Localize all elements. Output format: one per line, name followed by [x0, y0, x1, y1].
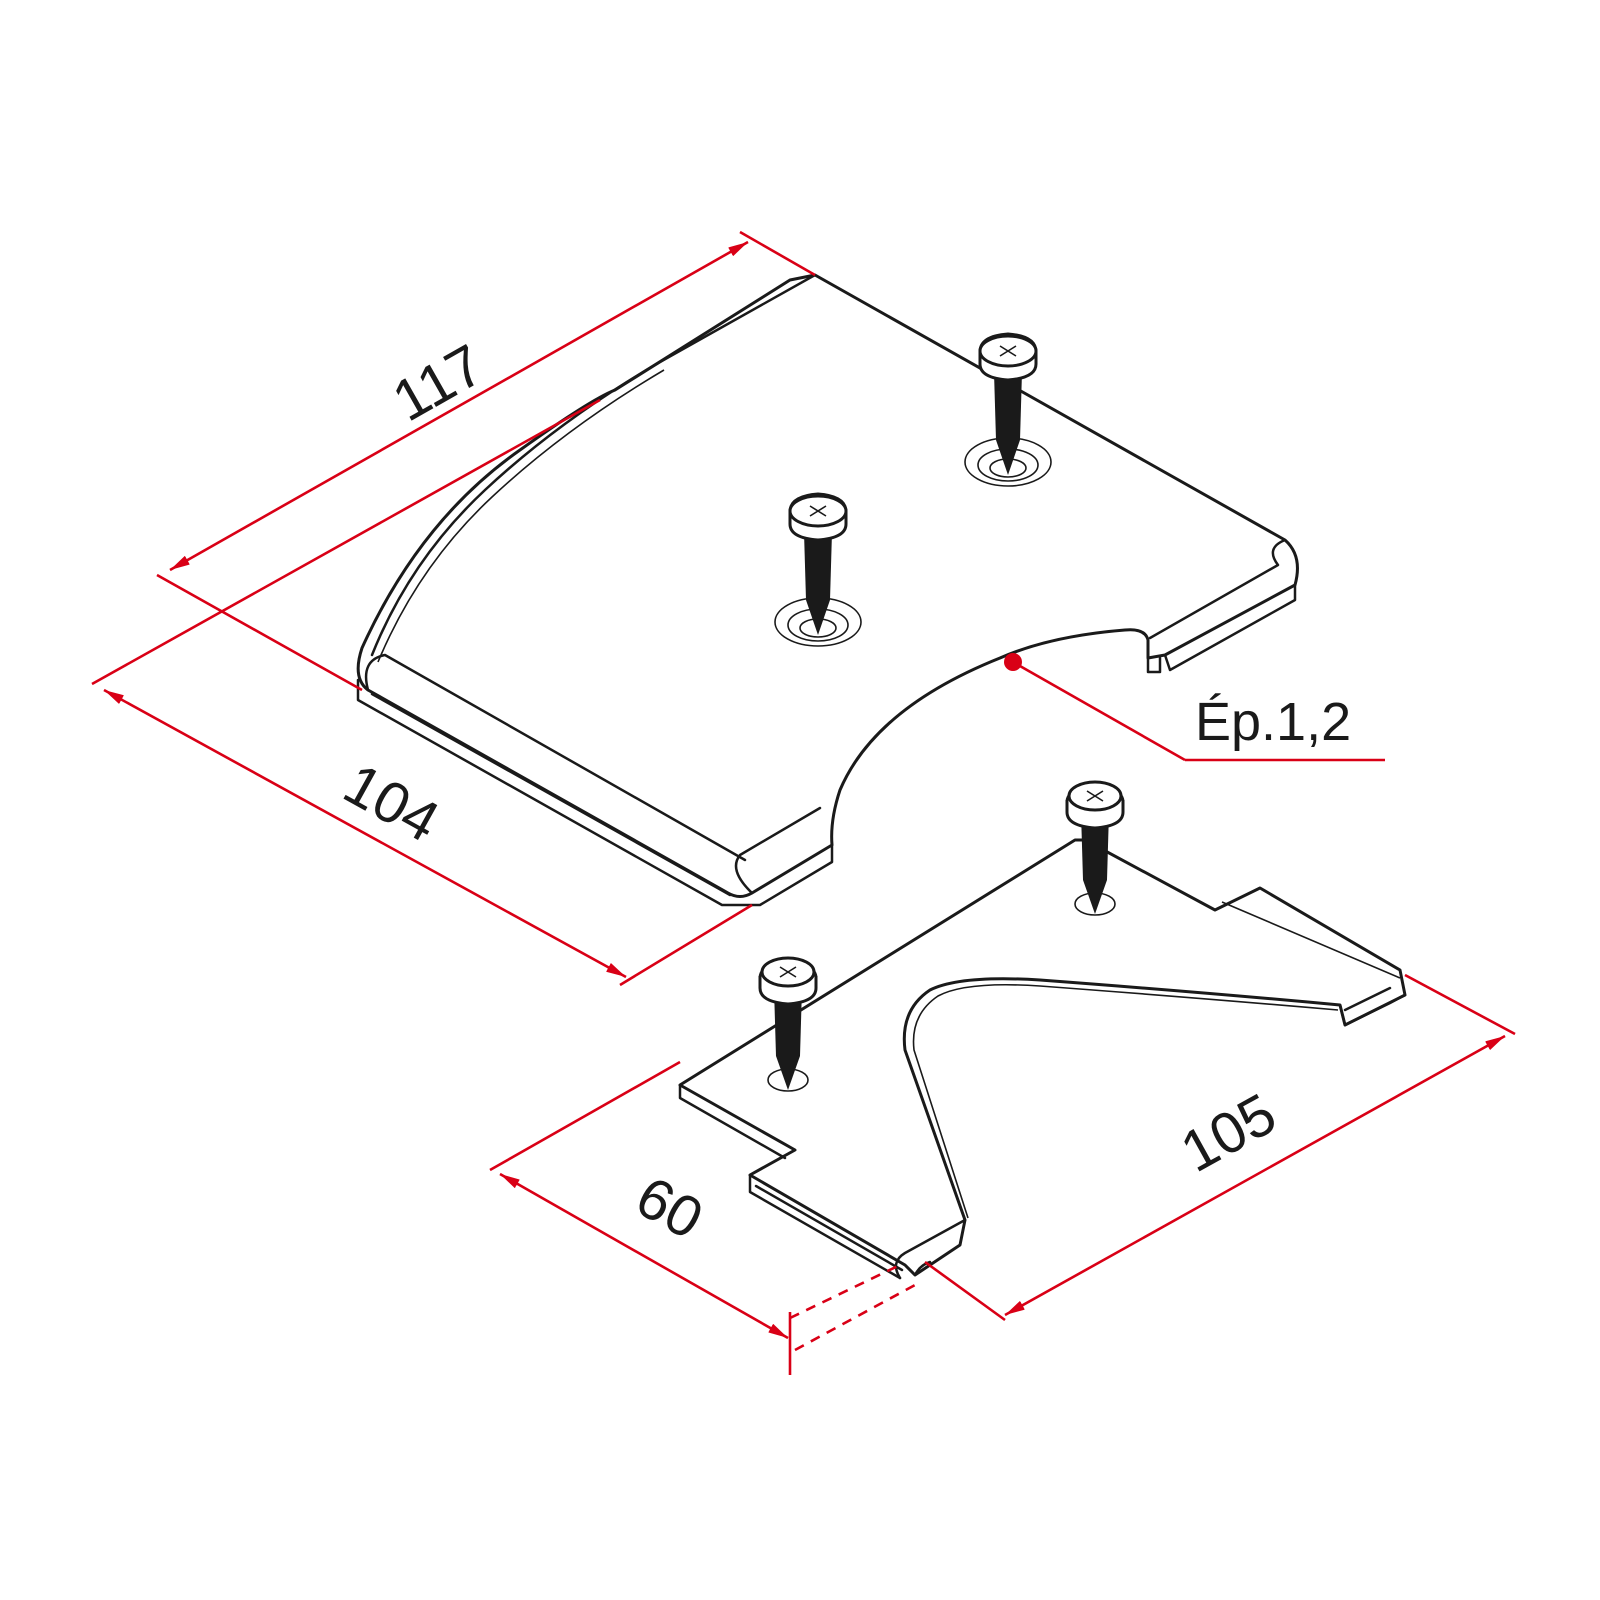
- dimension-105-label: 105: [1170, 1081, 1286, 1185]
- screw-top-left: [774, 492, 862, 647]
- screw-bottom-left: [758, 956, 818, 1092]
- dimension-117-label: 117: [382, 332, 494, 434]
- dimension-104-label: 104: [333, 751, 449, 855]
- screw-bottom-right: [1065, 780, 1125, 916]
- thickness-callout: Ép.1,2: [1004, 653, 1385, 762]
- dimension-60-label: 60: [625, 1164, 713, 1252]
- thickness-note: Ép.1,2: [1195, 692, 1351, 752]
- screw-top-right: [964, 332, 1052, 487]
- dimension-105: 105: [924, 973, 1516, 1322]
- bottom-plate-face: [678, 838, 1407, 1277]
